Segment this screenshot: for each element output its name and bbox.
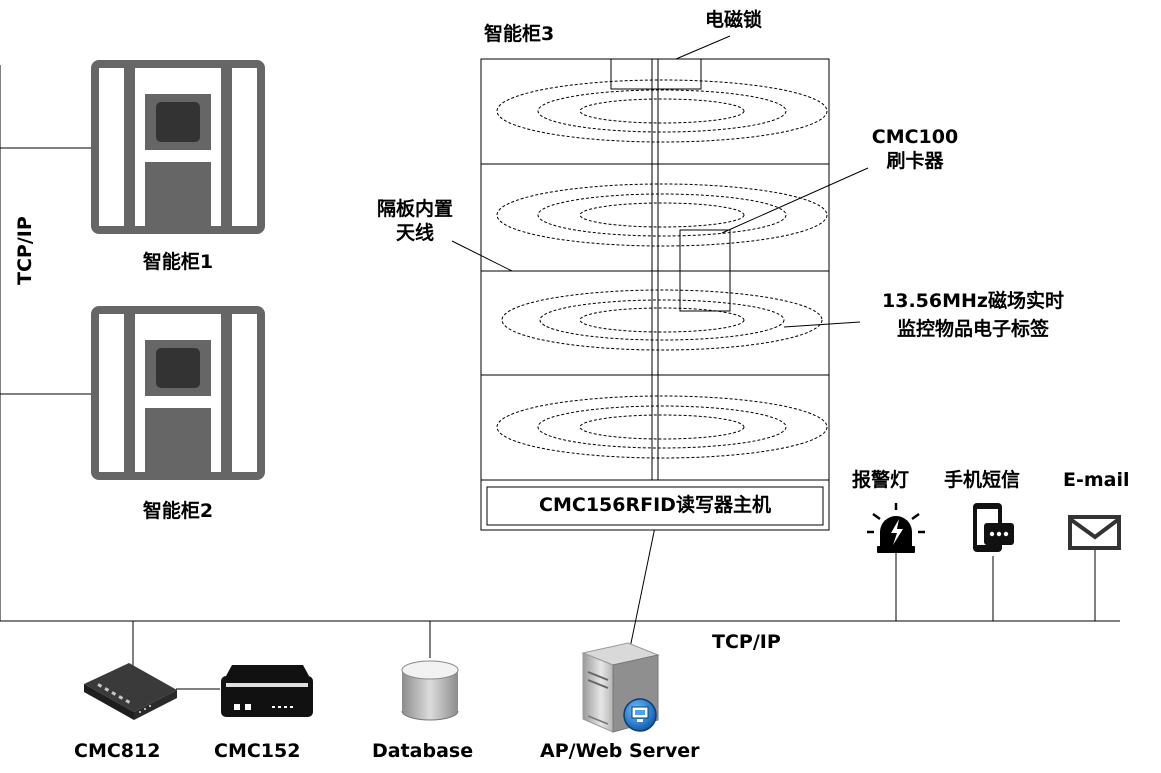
antenna-field-shelf-3: [501, 289, 823, 351]
network-lines: [0, 65, 1120, 690]
antenna-field-shelf-4: [496, 395, 828, 459]
email-label: E-mail: [1063, 469, 1130, 491]
antenna-fields: [496, 79, 828, 459]
controller-box-icon: [221, 665, 313, 717]
envelope-icon: [1068, 515, 1121, 550]
card-reader-box: [679, 229, 731, 312]
em-lock-box: [610, 58, 702, 90]
cabinet2-icon: [91, 306, 265, 480]
antenna-label-line2: 天线: [395, 222, 434, 244]
network-switch-icon: [84, 663, 177, 720]
alarm-light-icon: [867, 503, 925, 553]
reader-to-server-link: [629, 526, 656, 649]
sms-label: 手机短信: [944, 469, 1021, 491]
em-lock-callout: [675, 35, 731, 60]
card-reader-callout: [721, 167, 869, 234]
rfid-field-callout: [783, 321, 861, 328]
reader-host-box: [486, 486, 824, 526]
cabinet3-label: 智能柜3: [484, 23, 555, 45]
rfid-field-label-line2: 监控物品电子标签: [896, 318, 1049, 340]
cmc152-label: CMC152: [214, 740, 301, 762]
cabinet3-body: [480, 58, 830, 531]
reader-host-label: CMC156RFID读写器主机: [539, 494, 771, 516]
alarm-light-label: 报警灯: [852, 469, 910, 491]
cmc812-label: CMC812: [74, 740, 161, 762]
server-label: AP/Web Server: [540, 740, 700, 762]
em-lock-label: 电磁锁: [705, 9, 763, 31]
cabinet2-label: 智能柜2: [142, 500, 214, 522]
antenna-label-line1: 隔板内置: [376, 198, 453, 220]
cabinet1-icon: [91, 60, 265, 234]
cabinet1-label: 智能柜1: [142, 251, 214, 273]
antenna-field-shelf-1: [496, 79, 828, 143]
rfid-field-label-line1: 13.56MHz磁场实时: [882, 290, 1064, 312]
database-icon: [401, 660, 459, 721]
server-icon: [581, 642, 660, 733]
card-reader-label-line1: CMC100: [871, 126, 959, 148]
bottom-bus-label: TCP/IP: [712, 631, 781, 653]
left-bus-label: TCP/IP: [14, 216, 36, 285]
mobile-sms-icon: [973, 503, 1014, 552]
callout-lines: [451, 35, 869, 328]
database-label: Database: [372, 740, 474, 762]
antenna-field-shelf-2: [496, 183, 828, 247]
antenna-callout: [451, 240, 513, 272]
card-reader-label-line2: 刷卡器: [886, 150, 944, 172]
